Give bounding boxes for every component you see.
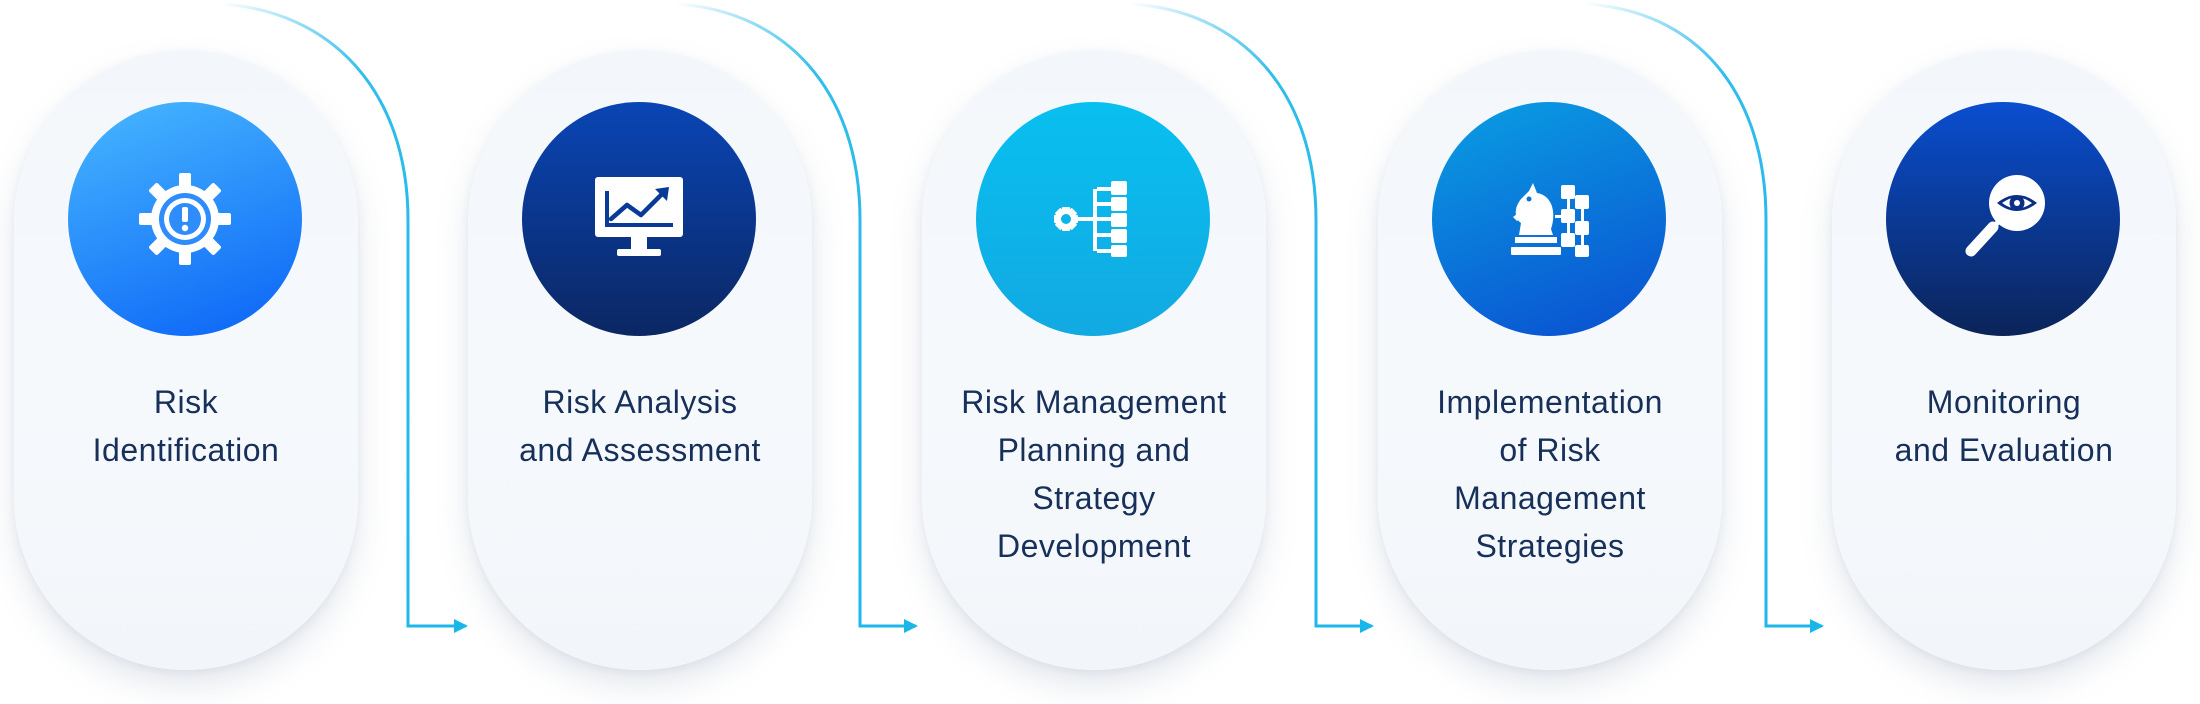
step-label-1: Risk Identification — [92, 384, 280, 468]
step-label-5: Monitoring and Evaluation — [1894, 384, 2114, 468]
chess-knight-strategy-icon — [1511, 183, 1589, 257]
step-card-2: Risk Analysis and Assessment — [468, 50, 812, 670]
step-label-3: Risk Management Planning and Strategy De… — [961, 384, 1227, 564]
step-icon-circle-5 — [1886, 102, 2120, 336]
gear-alert-icon — [139, 173, 231, 265]
step-icon-circle-3 — [976, 102, 1210, 336]
step-card-3: Risk Management Planning and Strategy De… — [922, 50, 1266, 670]
connector-2 — [674, 2, 918, 633]
connector-4 — [1584, 2, 1824, 633]
step-icon-circle-2 — [522, 102, 756, 336]
step-card-1: Risk Identification — [14, 50, 358, 670]
connector-3 — [1129, 2, 1374, 633]
gear-hierarchy-icon — [1054, 181, 1127, 257]
magnifier-eye-icon — [1965, 175, 2045, 257]
connector-1 — [219, 2, 468, 633]
monitor-chart-icon — [595, 177, 683, 256]
step-icon-circle-4 — [1432, 102, 1666, 336]
step-card-4: Implementation of Risk Management Strate… — [1378, 50, 1722, 670]
step-icon-circle-1 — [68, 102, 302, 336]
step-card-5: Monitoring and Evaluation — [1832, 50, 2176, 670]
step-label-4: Implementation of Risk Management Strate… — [1437, 384, 1663, 564]
step-label-2: Risk Analysis and Assessment — [519, 384, 761, 468]
